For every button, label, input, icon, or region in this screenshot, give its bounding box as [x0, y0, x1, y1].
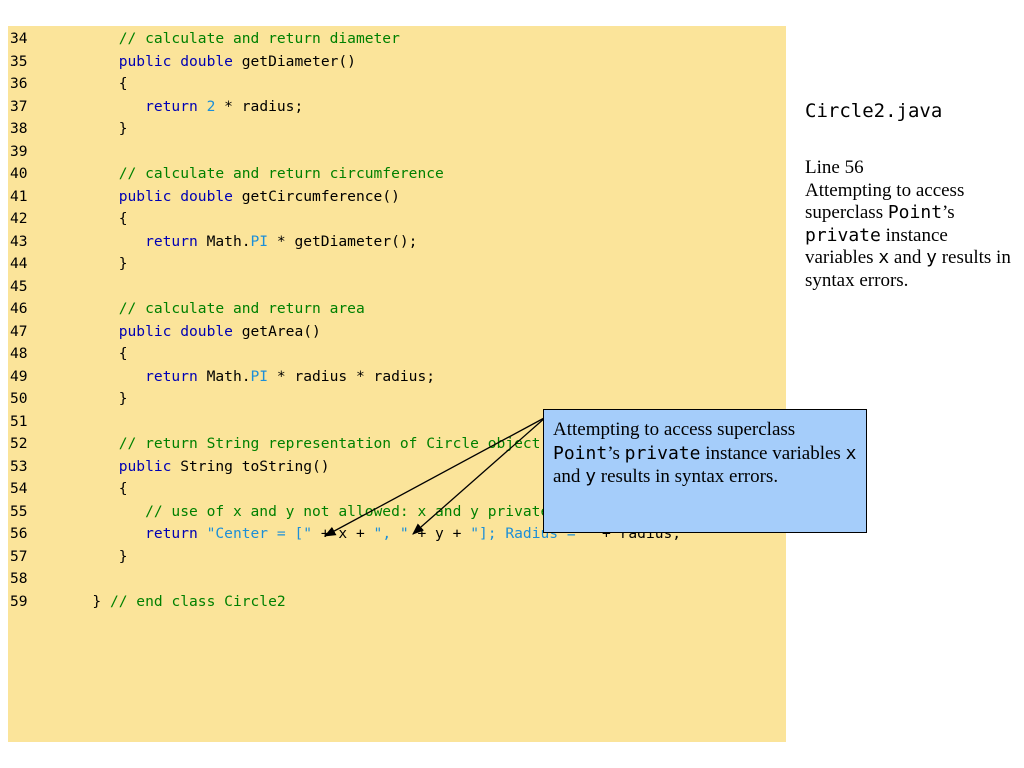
line-number: 48	[10, 345, 28, 362]
code-text: // return String representation of Circl…	[118, 435, 541, 452]
code-line: 52 // return String representation of Ci…	[8, 433, 786, 455]
line-number: 38	[10, 120, 28, 137]
code-line: 53 public String toString()	[8, 456, 786, 478]
code-line: 47 public double getArea()	[8, 321, 786, 343]
code-line: 43 return Math.PI * getDiameter();	[8, 231, 786, 253]
line-number: 34	[10, 30, 28, 47]
code-text: return Math.PI * radius * radius;	[145, 367, 436, 385]
line-number: 55	[10, 502, 28, 520]
line-number: 47	[10, 322, 28, 340]
line-number: 36	[10, 75, 28, 92]
line-number: 56	[10, 525, 28, 542]
code-line: 50 }	[8, 388, 786, 410]
code-line: 46 // calculate and return area	[8, 298, 786, 320]
line-number: 37	[10, 97, 28, 115]
code-line: 35 public double getDiameter()	[8, 51, 786, 73]
code-line: 41 public double getCircumference()	[8, 186, 786, 208]
code-text: {	[66, 75, 128, 92]
code-text: return 2 * radius;	[145, 97, 304, 115]
side-note-text: Attempting to access superclass Point’s …	[805, 179, 1011, 291]
line-number: 50	[10, 390, 28, 407]
code-text: {	[66, 480, 128, 497]
line-number: 42	[10, 210, 28, 227]
code-line: 45	[8, 276, 786, 298]
code-text: // calculate and return circumference	[118, 165, 444, 182]
code-text: {	[66, 345, 128, 362]
code-text: public double getDiameter()	[118, 52, 356, 70]
line-number: 40	[10, 165, 28, 182]
code-text: public double getArea()	[118, 322, 321, 340]
code-text: public double getCircumference()	[118, 187, 400, 205]
line-reference: Line 56	[805, 157, 864, 178]
line-number: 44	[10, 255, 28, 272]
line-number: 49	[10, 367, 28, 385]
line-number: 58	[10, 570, 28, 587]
line-number: 35	[10, 52, 28, 70]
code-line: 54 {	[8, 478, 786, 500]
code-text: }	[66, 390, 128, 407]
line-number: 39	[10, 142, 28, 160]
code-line: 34 // calculate and return diameter	[8, 28, 786, 50]
line-number: 53	[10, 457, 28, 475]
code-line: 37 return 2 * radius;	[8, 96, 786, 118]
code-text: }	[66, 547, 128, 565]
line-number: 54	[10, 480, 28, 497]
code-line: 59 } // end class Circle2	[8, 591, 786, 613]
code-text: {	[66, 210, 128, 227]
line-number: 45	[10, 277, 28, 295]
code-line: 49 return Math.PI * radius * radius;	[8, 366, 786, 388]
code-text: return Math.PI * getDiameter();	[145, 232, 418, 250]
code-line: 42 {	[8, 208, 786, 230]
code-text: public String toString()	[118, 457, 330, 475]
code-line: 48 {	[8, 343, 786, 365]
code-line: 58	[8, 568, 786, 590]
callout-box: Attempting to access superclass Point’s …	[543, 409, 867, 533]
line-number: 43	[10, 232, 28, 250]
code-line: 44 }	[8, 253, 786, 275]
code-text: // calculate and return diameter	[118, 30, 400, 47]
code-text: }	[66, 120, 128, 137]
code-line: 57 }	[8, 546, 786, 568]
file-name: Circle2.java	[805, 100, 943, 122]
code-line: 40 // calculate and return circumference	[8, 163, 786, 185]
line-number: 41	[10, 187, 28, 205]
code-line: 39	[8, 141, 786, 163]
side-note: Line 56 Attempting to access superclass …	[805, 157, 1015, 292]
code-text: } // end class Circle2	[66, 592, 286, 610]
arrow-to-x	[323, 416, 547, 537]
line-number: 59	[10, 592, 28, 610]
code-line: 36 {	[8, 73, 786, 95]
code-text: // calculate and return area	[118, 300, 365, 317]
code-line: 38 }	[8, 118, 786, 140]
line-number: 52	[10, 435, 28, 452]
line-number: 51	[10, 412, 28, 430]
code-text: }	[66, 255, 128, 272]
line-number: 57	[10, 547, 28, 565]
code-line: 51	[8, 411, 786, 433]
line-number: 46	[10, 300, 28, 317]
arrow-to-y	[412, 416, 547, 535]
